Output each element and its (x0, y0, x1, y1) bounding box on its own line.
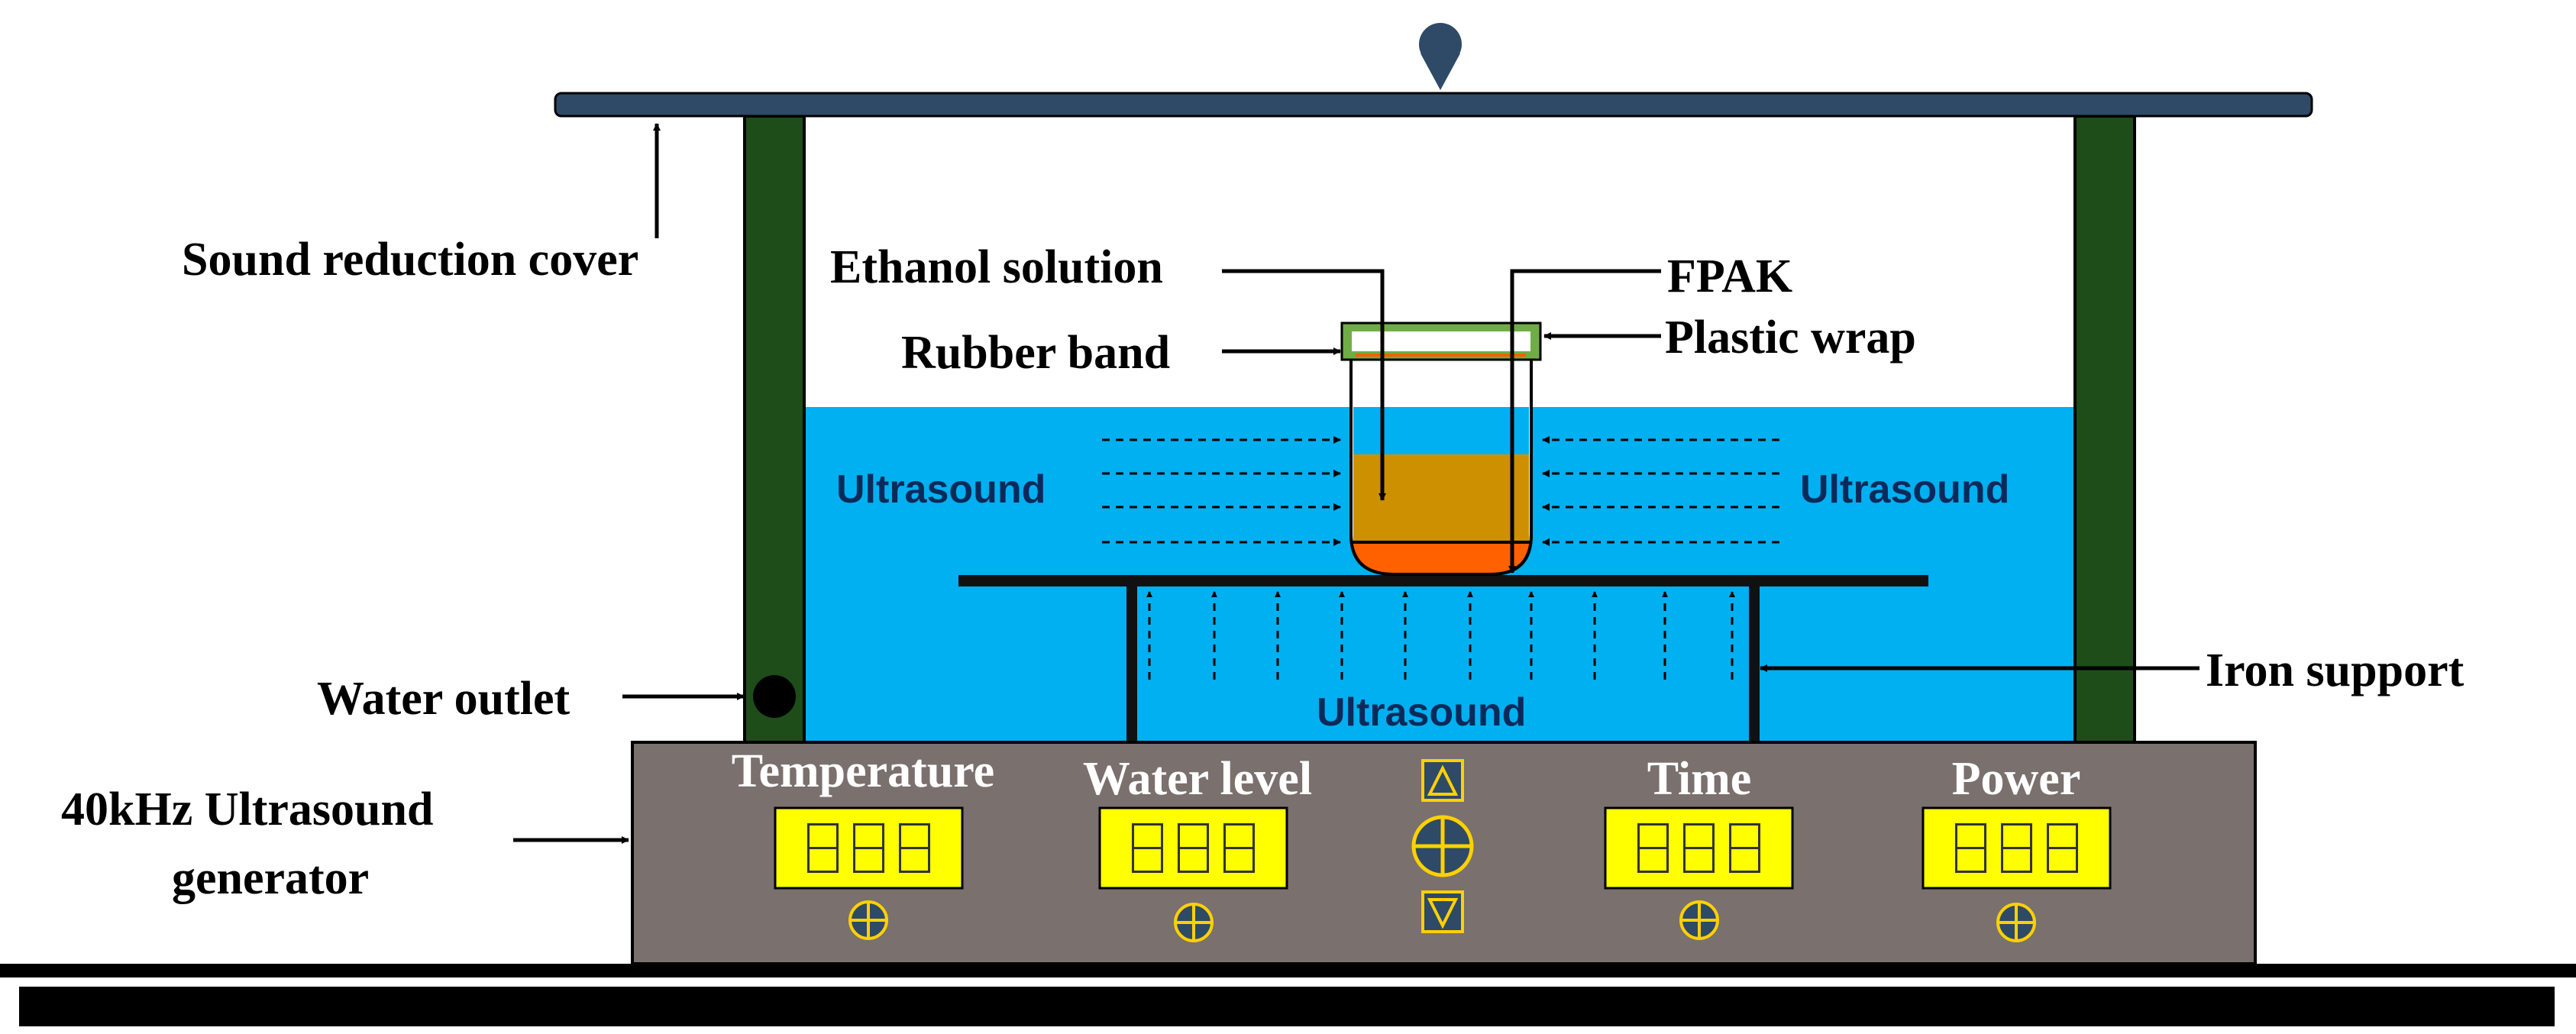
temperature-label: Temperature (732, 745, 994, 797)
sound-reduction-cover (554, 92, 2313, 118)
floor-base-bar (0, 964, 2576, 977)
fpak-layer (1353, 542, 1529, 573)
ultrasound-arrows-right (1542, 436, 1779, 546)
iron-support-leg-left (1126, 584, 1137, 745)
power-label: Power (1952, 753, 2081, 805)
fpak-label: FPAK (1667, 250, 1792, 302)
sound-reduction-cover-label: Sound reduction cover (182, 234, 638, 286)
time-label: Time (1647, 753, 1752, 805)
triangle-down-icon[interactable] (1421, 890, 1464, 933)
ultrasound-left-label: Ultrasound (836, 467, 1046, 512)
ultrasound-arrows-bottom (1146, 591, 1735, 680)
water-drop-icon (1419, 23, 1462, 90)
ultrasound-bottom-label: Ultrasound (1317, 690, 1526, 735)
ultrasound-arrows-left (1102, 436, 1341, 546)
water-outlet-port (753, 675, 796, 718)
floor-base-slab (19, 987, 2555, 1026)
ethanol-solution-layer (1353, 454, 1529, 542)
right-pillar (2073, 115, 2136, 745)
left-pillar (743, 115, 806, 745)
generator-label-line1: 40kHz Ultrasound (61, 784, 433, 835)
plus-knob-icon[interactable] (1679, 900, 1719, 940)
rubber-band-label: Rubber band (901, 327, 1170, 379)
ethanol-solution-label: Ethanol solution (830, 241, 1163, 293)
triangle-up-icon[interactable] (1421, 759, 1464, 802)
iron-support-plate (958, 575, 1928, 586)
generator-label-line2: generator (172, 852, 369, 904)
plus-knob-icon[interactable] (1174, 903, 1214, 942)
plus-knob-icon[interactable] (848, 900, 888, 940)
iron-support-leg-right (1749, 584, 1760, 745)
beaker (1340, 322, 1542, 576)
callout-lines (513, 123, 2199, 844)
plus-knob-icon[interactable] (1996, 903, 2036, 942)
iron-support-label: Iron support (2206, 645, 2464, 696)
main-plus-knob-icon[interactable] (1411, 815, 1474, 877)
plastic-wrap-film (1352, 331, 1530, 351)
ultrasound-right-label: Ultrasound (1800, 467, 2009, 512)
beaker-water-band (1353, 407, 1529, 454)
water-outlet-label: Water outlet (317, 673, 570, 725)
plastic-wrap-label: Plastic wrap (1665, 312, 1916, 364)
water-level-label: Water level (1083, 753, 1312, 805)
display-digits (807, 823, 2078, 873)
